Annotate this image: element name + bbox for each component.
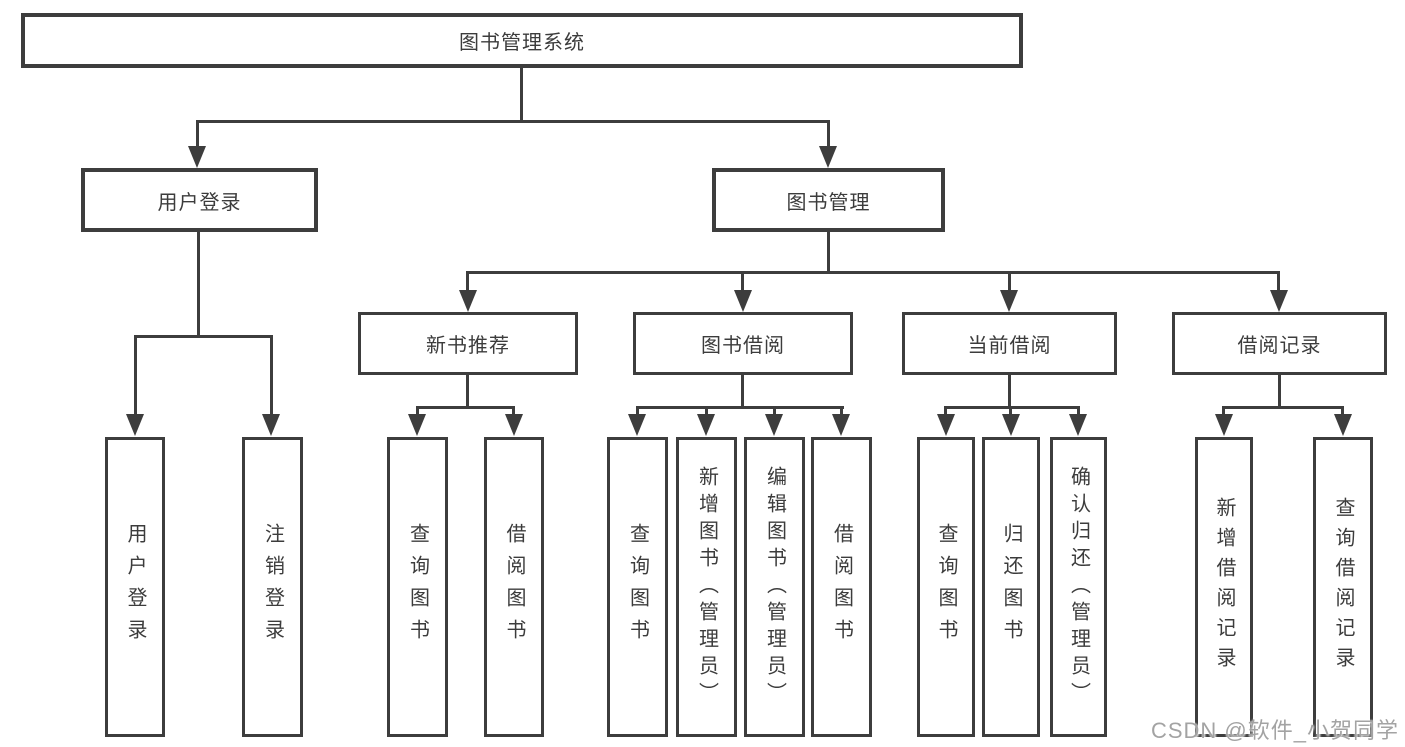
node-user-login-label: 用户登录 — [157, 191, 242, 214]
connector-drop-new-books — [466, 271, 469, 290]
node-current-borrow: 当前借阅 — [902, 312, 1117, 375]
csdn-watermark: CSDN @软件_小贺同学 — [1150, 718, 1399, 743]
arrowhead-current-confirm — [1069, 414, 1087, 436]
connector-userleaves-bus — [134, 335, 273, 338]
connector-drop-leaf-user-login — [134, 335, 137, 414]
node-book-mgmt: 图书管理 — [712, 168, 945, 232]
arrowhead-current-query — [937, 414, 955, 436]
node-borrow-records: 借阅记录 — [1172, 312, 1387, 375]
connector-borrowrecords-bus — [1222, 406, 1344, 409]
leaf-newbooks-query: 查询图书 — [387, 437, 448, 737]
node-root-label: 图书管理系统 — [459, 32, 585, 54]
connector-drop-user-login — [196, 120, 199, 146]
connector-bookmgmt-stem — [827, 232, 830, 271]
arrowhead-user-login — [188, 146, 206, 168]
node-borrow-records-label: 借阅记录 — [1237, 335, 1322, 357]
leaf-current-return: 归还图书 — [982, 437, 1040, 737]
connector-bookborrow-stem — [741, 375, 744, 406]
arrowhead-new-books — [459, 290, 477, 312]
leaf-current-query-label: 查询图书 — [935, 523, 957, 651]
connector-drop-book-mgmt — [827, 120, 830, 146]
connector-drop-leaf-logout — [270, 335, 273, 414]
node-book-borrow: 图书借阅 — [633, 312, 853, 375]
leaf-borrow-query: 查询图书 — [607, 437, 668, 737]
node-book-mgmt-label: 图书管理 — [786, 191, 871, 214]
leaf-records-query-label: 查询借阅记录 — [1332, 497, 1354, 677]
leaf-logout: 注销登录 — [242, 437, 303, 737]
node-new-books-label: 新书推荐 — [426, 335, 510, 357]
leaf-borrow-add: 新增图书（管理员） — [676, 437, 737, 737]
arrowhead-borrow-borrow — [832, 414, 850, 436]
arrowhead-book-mgmt — [819, 146, 837, 168]
leaf-newbooks-borrow-label: 借阅图书 — [503, 523, 525, 651]
leaf-records-query: 查询借阅记录 — [1313, 437, 1373, 737]
leaf-logout-label: 注销登录 — [261, 523, 284, 651]
connector-drop-borrow-borrow — [840, 406, 843, 416]
arrowhead-current-borrow — [1000, 290, 1018, 312]
leaf-user-login-label: 用户登录 — [124, 523, 146, 651]
node-root: 图书管理系统 — [21, 13, 1023, 68]
connector-userlogin-stem — [197, 232, 200, 335]
connector-root-stem — [520, 68, 523, 120]
leaf-newbooks-query-label: 查询图书 — [406, 523, 429, 651]
connector-drop-current-confirm — [1077, 406, 1080, 416]
connector-newbooks-bus — [416, 406, 515, 409]
arrowhead-borrow-edit — [765, 414, 783, 436]
node-new-books: 新书推荐 — [358, 312, 578, 375]
connector-drop-records-query — [1341, 406, 1344, 416]
connector-currentborrow-stem — [1008, 375, 1011, 406]
arrowhead-records-query — [1334, 414, 1352, 436]
leaf-borrow-borrow-label: 借阅图书 — [830, 523, 853, 651]
leaf-user-login: 用户登录 — [105, 437, 165, 737]
leaf-newbooks-borrow: 借阅图书 — [484, 437, 544, 737]
connector-drop-newbooks-borrow — [512, 406, 515, 416]
arrowhead-records-add — [1215, 414, 1233, 436]
connector-level1-bus — [196, 120, 830, 123]
connector-drop-borrow-query — [636, 406, 639, 416]
node-current-borrow-label: 当前借阅 — [967, 335, 1052, 357]
arrowhead-borrow-records — [1270, 290, 1288, 312]
connector-level2-bus — [467, 271, 1279, 274]
node-book-borrow-label: 图书借阅 — [701, 335, 785, 357]
connector-drop-borrow-edit — [773, 406, 776, 416]
connector-drop-current-query — [944, 406, 947, 416]
arrowhead-leaf-logout — [262, 414, 280, 436]
connector-drop-records-add — [1222, 406, 1225, 416]
connector-drop-newbooks-query — [416, 406, 419, 416]
connector-drop-borrow-add — [705, 406, 708, 416]
arrowhead-newbooks-borrow — [505, 414, 523, 436]
arrowhead-borrow-add — [697, 414, 715, 436]
arrowhead-current-return — [1002, 414, 1020, 436]
leaf-borrow-edit: 编辑图书（管理员） — [744, 437, 805, 737]
connector-drop-book-borrow — [741, 271, 744, 290]
arrowhead-borrow-query — [628, 414, 646, 436]
leaf-records-add-label: 新增借阅记录 — [1213, 497, 1235, 677]
leaf-current-return-label: 归还图书 — [1000, 523, 1022, 651]
leaf-borrow-query-label: 查询图书 — [626, 523, 649, 651]
arrowhead-newbooks-query — [408, 414, 426, 436]
leaf-current-confirm: 确认归还（管理员） — [1050, 437, 1107, 737]
leaf-current-confirm-label: 确认归还（管理员） — [1067, 465, 1090, 709]
arrowhead-leaf-user-login — [126, 414, 144, 436]
connector-bookborrow-bus — [636, 406, 844, 409]
connector-newbooks-stem — [466, 375, 469, 406]
leaf-borrow-edit-label: 编辑图书（管理员） — [763, 465, 786, 709]
arrowhead-book-borrow — [734, 290, 752, 312]
connector-currentborrow-bus — [944, 406, 1080, 409]
connector-drop-borrow-records — [1277, 271, 1280, 290]
leaf-borrow-add-label: 新增图书（管理员） — [695, 465, 718, 709]
connector-drop-current-borrow — [1008, 271, 1011, 290]
leaf-borrow-borrow: 借阅图书 — [811, 437, 872, 737]
leaf-records-add: 新增借阅记录 — [1195, 437, 1253, 737]
node-user-login: 用户登录 — [81, 168, 318, 232]
connector-borrowrecords-stem — [1278, 375, 1281, 406]
leaf-current-query: 查询图书 — [917, 437, 975, 737]
connector-drop-current-return — [1009, 406, 1012, 416]
